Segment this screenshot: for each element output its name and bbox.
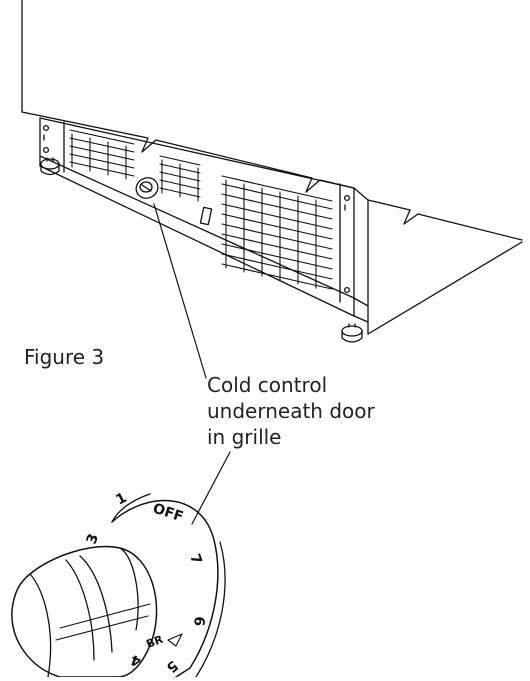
leveling-foot-left: [40, 157, 60, 176]
leveling-foot-right: [341, 323, 363, 343]
dial-mark-5: 5: [163, 657, 181, 676]
callout-line-1: Cold control: [207, 373, 328, 397]
dial-mark-6: 6: [190, 616, 207, 627]
callout-text: Cold control underneath door in grille: [207, 372, 375, 450]
dial-mark-7: 7: [186, 552, 204, 567]
cold-control-dial: [11, 493, 226, 678]
leader-line-to-dial: [191, 451, 231, 525]
grille-panel: [39, 117, 355, 317]
figure-label: Figure 3: [24, 345, 105, 369]
callout-line-3: in grille: [207, 425, 282, 449]
dial-knob-body: [11, 545, 158, 678]
dial-mark-3: 3: [84, 532, 102, 547]
dial-markings: 1 OFF 7 6 5 4 3 BR: [84, 490, 207, 676]
dial-mark-off: OFF: [151, 501, 185, 526]
dial-faceplate: [111, 499, 219, 678]
leader-line-to-knob: [153, 203, 207, 379]
grille-slots: [69, 129, 333, 290]
dial-mark-4: 4: [128, 651, 143, 669]
cabinet-body: [21, 0, 523, 335]
cold-control-knob-in-grille: [135, 177, 213, 226]
callout-line-2: underneath door: [207, 399, 375, 423]
dial-mark-partial: BR: [145, 633, 166, 651]
